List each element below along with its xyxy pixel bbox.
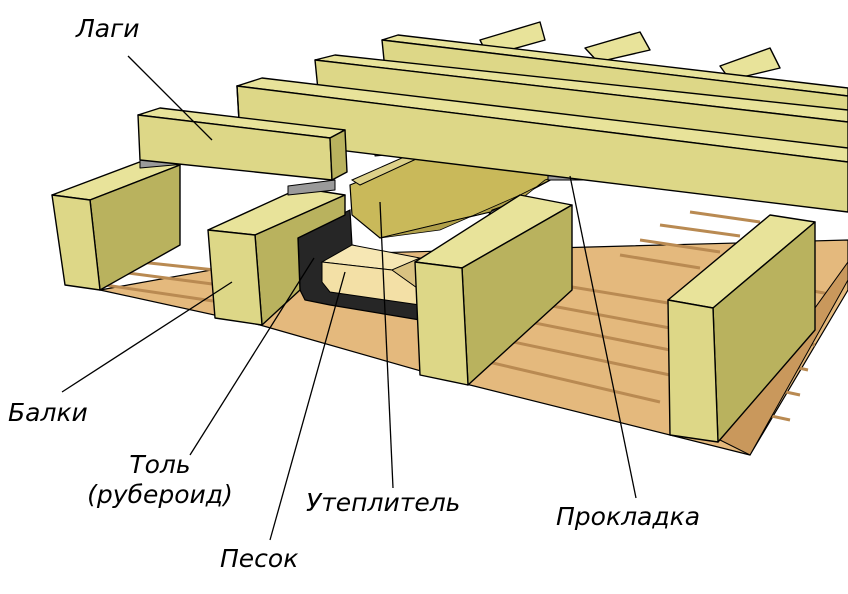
beam-back-top-2 — [584, 31, 651, 63]
label-prokladka: Прокладка — [556, 502, 701, 531]
leader-balki — [61, 281, 233, 393]
pad-2 — [287, 179, 336, 196]
beam-2 — [207, 187, 346, 326]
label-lagi: Лаги — [76, 14, 140, 43]
beam-3 — [414, 194, 573, 386]
label-tol: Толь (рубероид) — [70, 450, 250, 510]
leader-pesok — [269, 271, 346, 541]
leader-uteplitel — [379, 201, 394, 489]
beam-1-front — [51, 194, 101, 291]
beam-4 — [667, 214, 816, 443]
label-pesok: Песок — [220, 544, 299, 573]
sand-layer — [320, 244, 422, 306]
leader-lines — [61, 55, 637, 541]
beam-4-front — [667, 299, 719, 443]
beam-3-front — [414, 261, 469, 386]
leader-prokladka — [569, 175, 637, 499]
leader-tol — [189, 257, 315, 456]
label-balki: Балки — [8, 398, 88, 427]
joist-d — [137, 107, 348, 181]
joist-d-side — [329, 129, 348, 181]
label-tol-line2: (рубероид) — [87, 480, 233, 509]
leader-lagi — [127, 55, 213, 141]
joists — [137, 34, 848, 213]
beam-2-front — [207, 229, 263, 326]
label-uteplitel: Утеплитель — [306, 488, 461, 517]
beams — [51, 21, 816, 443]
beam-1 — [51, 159, 181, 291]
label-tol-line1: Толь — [129, 450, 191, 479]
